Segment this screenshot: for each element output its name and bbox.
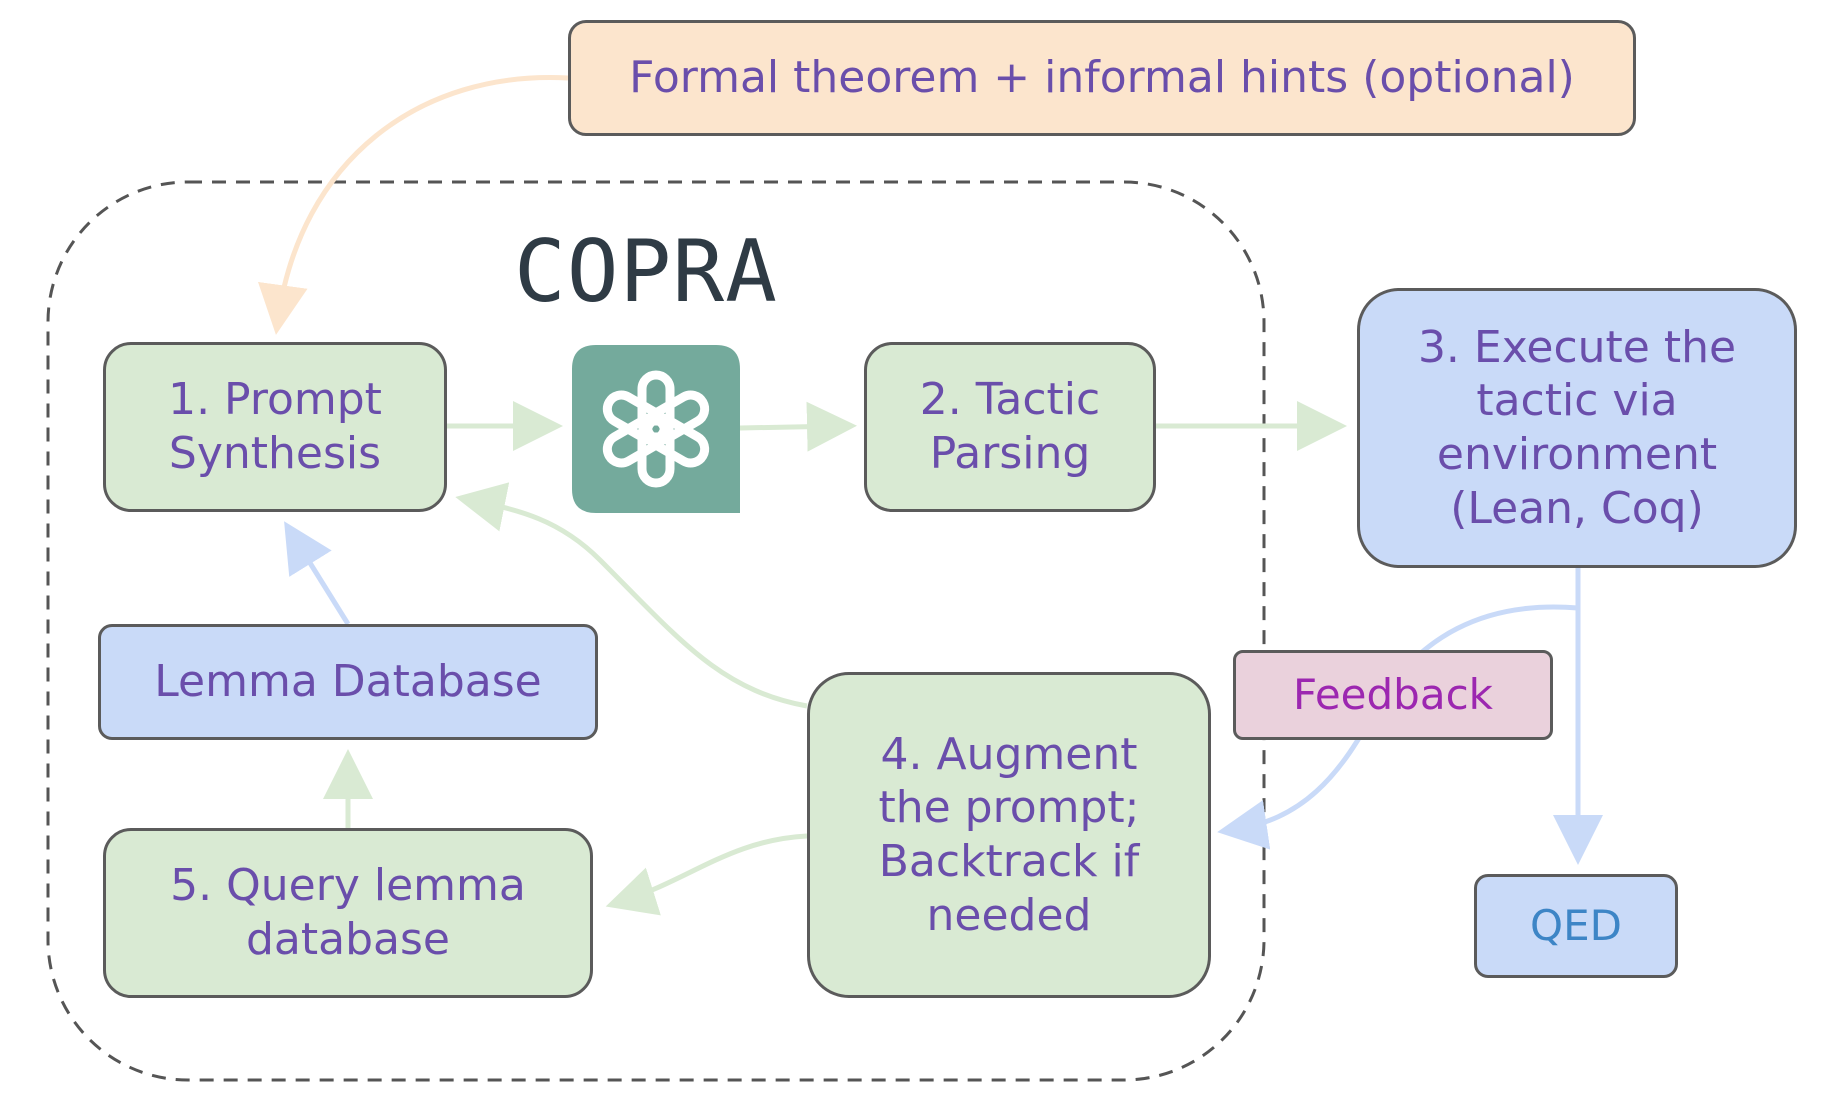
qed-box: QED xyxy=(1474,874,1678,978)
prompt-synthesis-box: 1. Prompt Synthesis xyxy=(103,342,447,512)
execute-tactic-box: 3. Execute the tactic via environment (L… xyxy=(1357,288,1797,568)
feedback-label: Feedback xyxy=(1233,650,1553,740)
arrow-lemma-to-prompt xyxy=(284,521,351,626)
lemma-database-box: Lemma Database xyxy=(98,624,598,740)
arrow-llm-to-tactic xyxy=(739,401,857,452)
openai-logo-icon xyxy=(572,345,740,513)
arrow-augment-to-prompt xyxy=(455,482,808,709)
input-box: Formal theorem + informal hints (optiona… xyxy=(568,20,1636,136)
arrow-augment-to-query xyxy=(605,833,808,916)
copra-container xyxy=(46,180,1266,1082)
query-lemma-box: 5. Query lemma database xyxy=(103,828,593,998)
tactic-parsing-box: 2. Tactic Parsing xyxy=(864,342,1156,512)
augment-prompt-box: 4. Augment the prompt; Backtrack if need… xyxy=(807,672,1211,998)
arrow-input-to-prompt xyxy=(258,75,569,335)
copra-title: COPRA xyxy=(514,222,778,322)
